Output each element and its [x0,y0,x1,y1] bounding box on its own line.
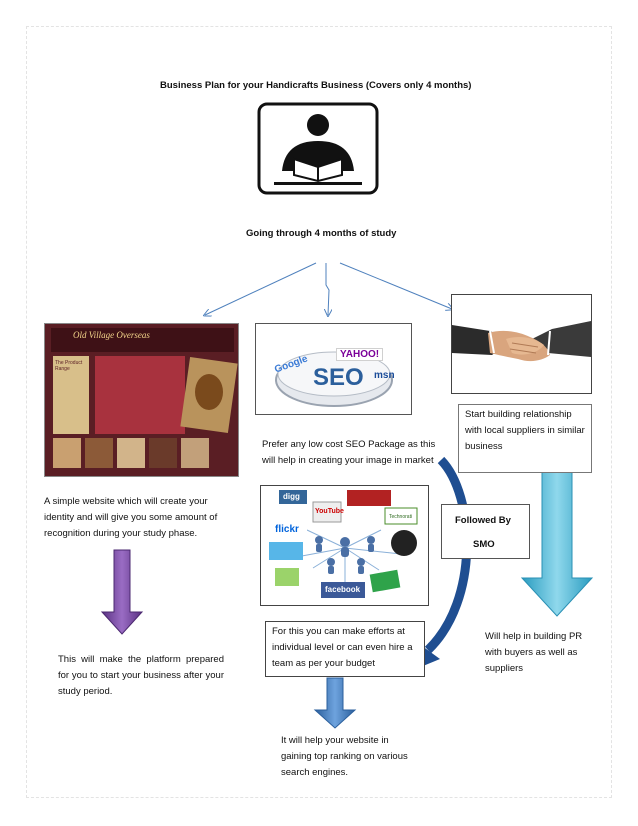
reading-person-icon [256,101,380,196]
followed-by-text: Followed By [455,515,511,526]
digg-label: digg [283,492,300,501]
seo-result-node: It will help your website in gaining top… [281,735,408,778]
cyan-down-arrow [520,471,594,617]
website-screenshot-image: Old Village Overseas The Product Range [44,323,239,477]
followed-by-smo-box: Followed By SMO [441,504,530,559]
flickr-label: flickr [275,524,299,535]
page-border [26,26,612,798]
smo-effort-box: For this you can make efforts at individ… [265,621,425,677]
seo-node: Prefer any low cost SEO Package as this … [262,439,436,466]
connector-left [205,262,317,315]
website-menu-title: The Product Range [55,360,83,372]
relationships-text: Start building relationship with local s… [465,409,585,452]
blue-down-arrow [313,677,357,729]
yahoo-text: YAHOO! [336,348,384,361]
connector-right [339,262,452,309]
seo-text: SEO [313,364,364,391]
smo-effort-text: For this you can make efforts at individ… [272,626,413,669]
center-node: Going through 4 months of study [246,228,397,239]
website-logo-text: Old Village Overseas [73,330,150,340]
relationships-result-node: Will help in building PR with buyers as … [485,631,583,674]
handshake-image [451,294,592,394]
purple-down-arrow [100,549,144,635]
technorati-label: Technorati [389,514,413,520]
website-result-node: This will make the platform prepared for… [58,654,224,697]
social-network-image: digg YouTube flickr facebook Technorati [260,485,429,606]
page-title: Business Plan for your Handicrafts Busin… [160,80,472,91]
website-node: A simple website which will create your … [44,496,218,539]
seo-logo-image: SEO Google YAHOO! msn [255,323,412,415]
youtube-label: YouTube [315,508,344,515]
smo-text: SMO [473,539,495,550]
relationships-box: Start building relationship with local s… [458,404,592,473]
connector-center [326,263,329,315]
msn-text: msn [374,370,395,381]
facebook-label: facebook [325,585,361,594]
